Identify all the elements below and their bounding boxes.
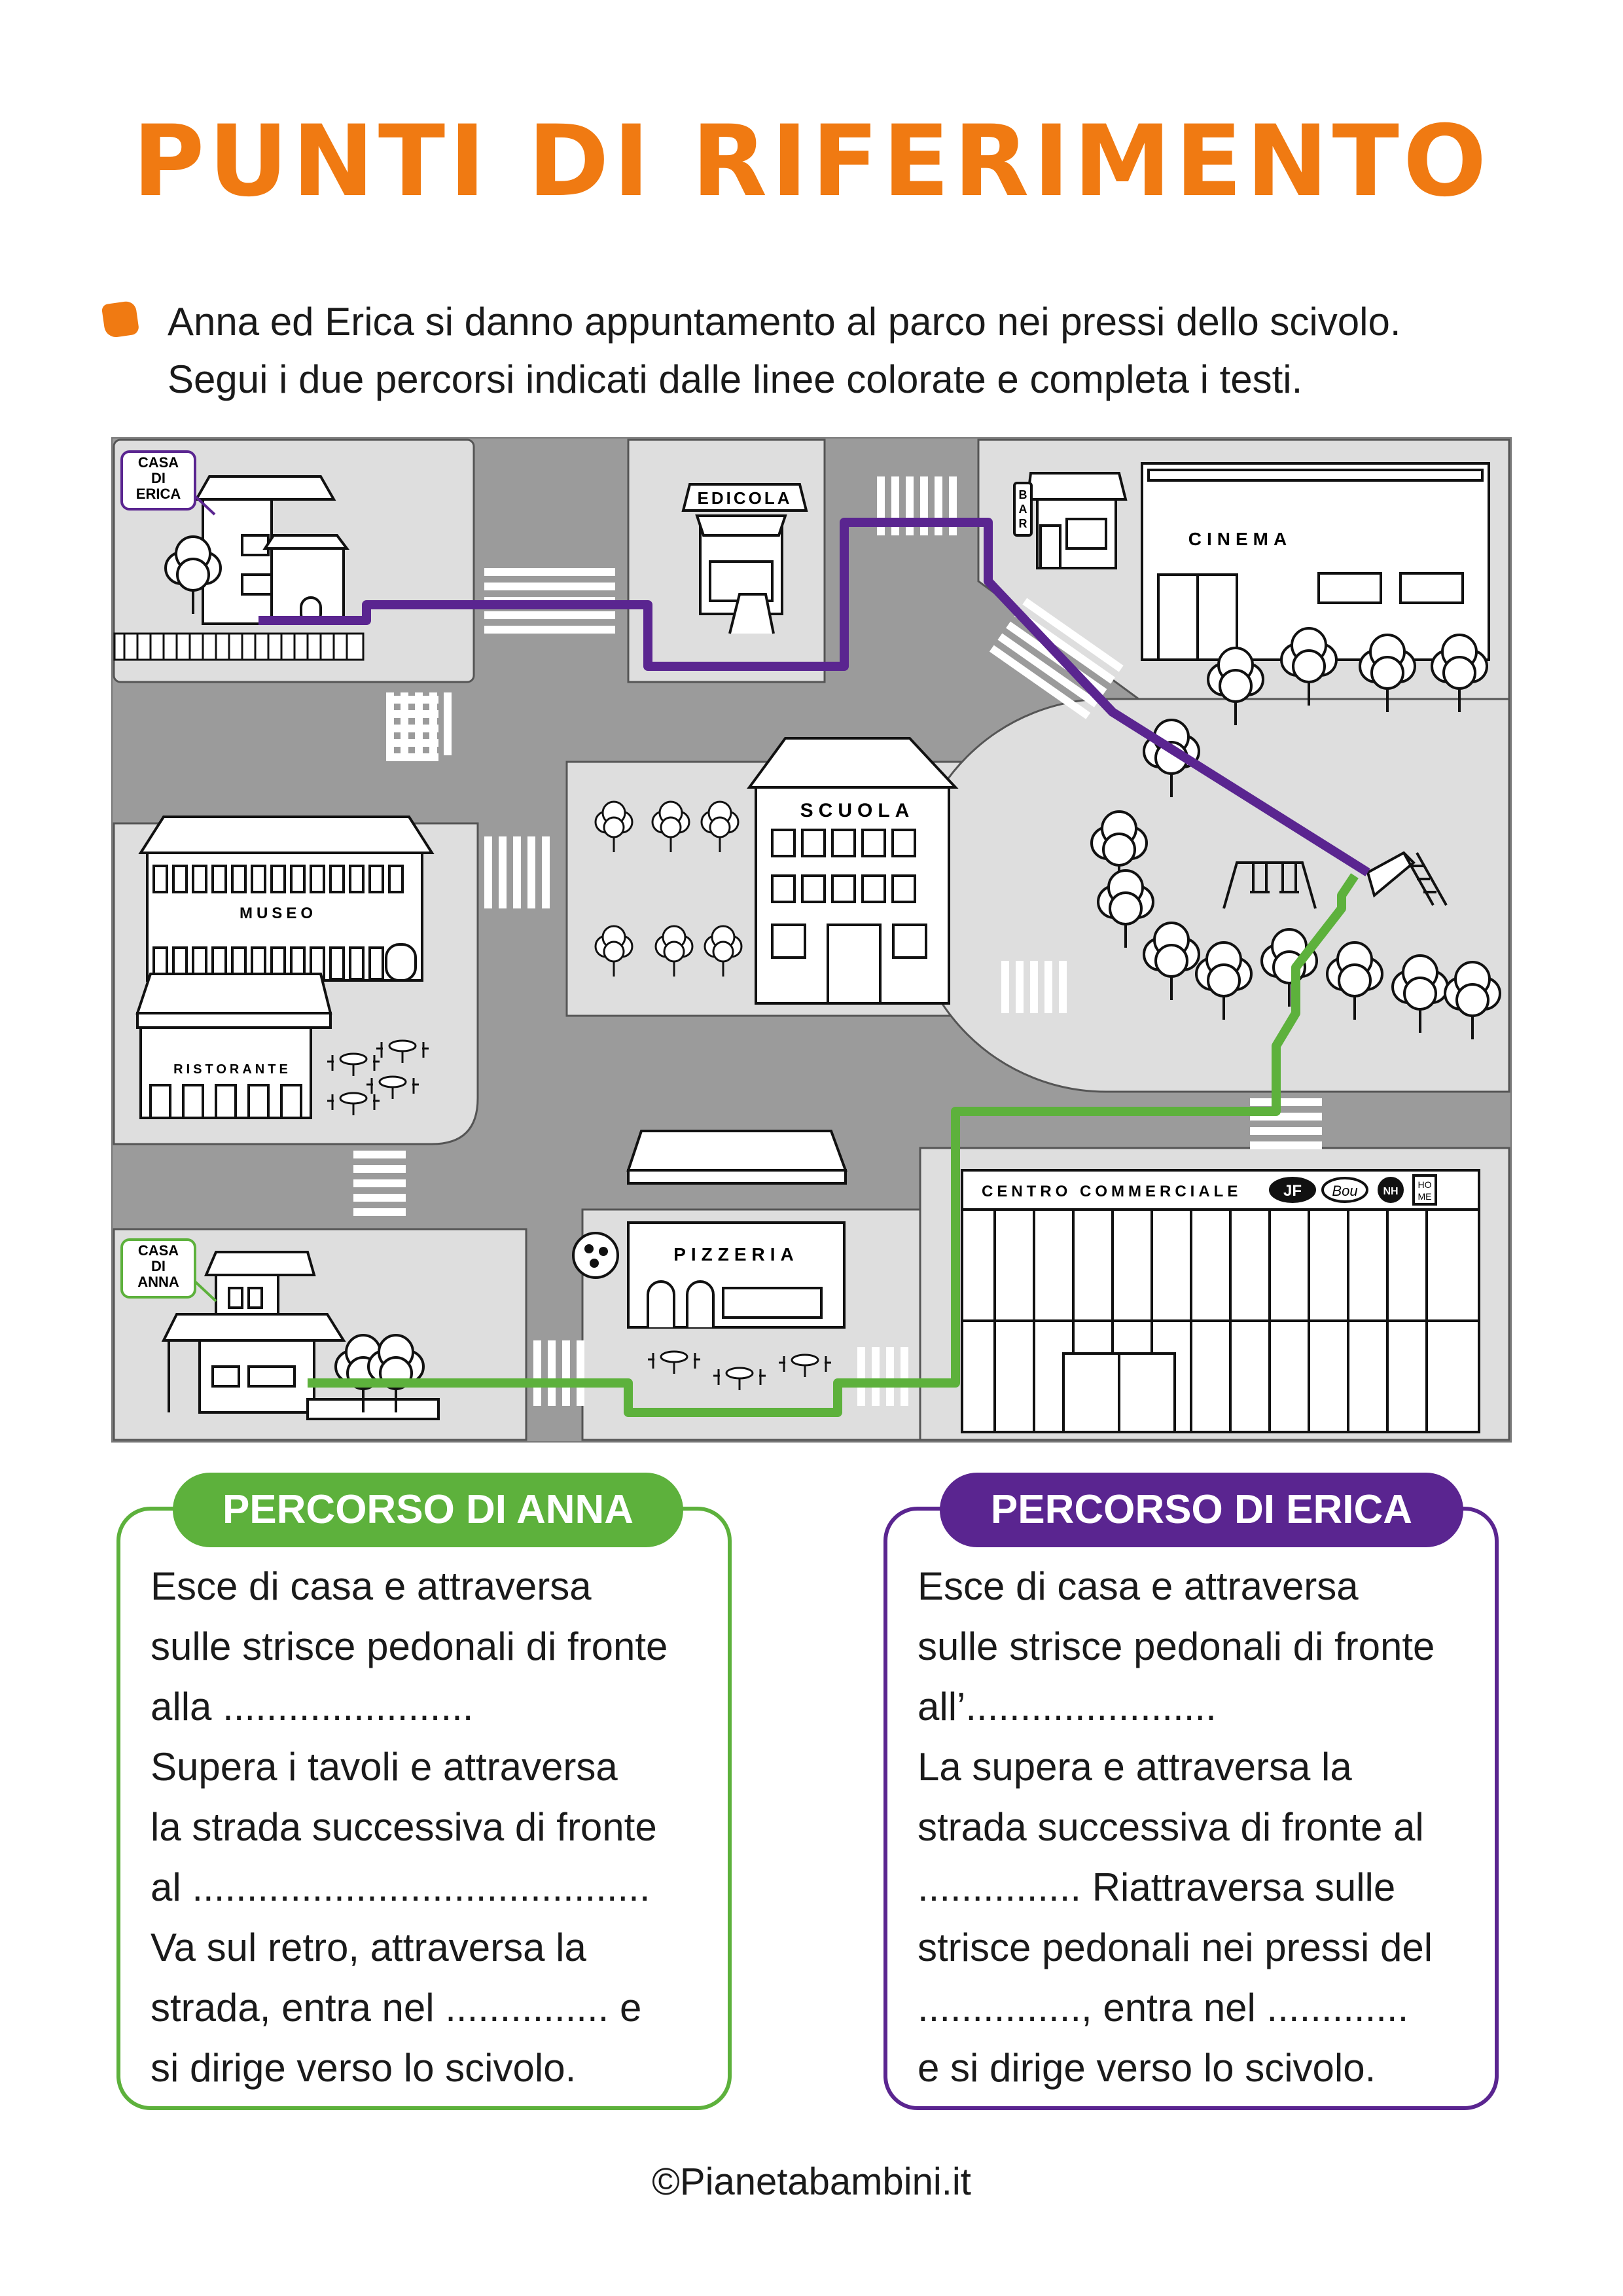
text-line: ..............., entra nel ............. <box>918 1986 1409 2030</box>
museo-building <box>138 816 435 982</box>
pizzeria-label: PIZZERIA <box>673 1244 799 1265</box>
bar-label: R <box>1019 517 1027 530</box>
pizzeria-building <box>572 1130 847 1329</box>
instructions: Anna ed Erica si danno appuntamento al p… <box>168 293 1575 408</box>
casa-erica-label: DI <box>151 470 166 486</box>
anna-box-heading: PERCORSO DI ANNA <box>173 1473 683 1547</box>
edicola-label: EDICOLA <box>698 488 793 508</box>
centro-commerciale-building <box>961 1169 1480 1433</box>
anna-route <box>308 873 1359 1417</box>
erica-route-box: PERCORSO DI ERICA Esce di casa e attrave… <box>883 1473 1499 2110</box>
museo-label: MUSEO <box>240 905 317 922</box>
text-line: ............... Riattraversa sulle <box>918 1865 1396 1909</box>
text-line: e si dirige verso lo scivolo. <box>918 2046 1376 2090</box>
cinema-label: CINEMA <box>1188 529 1292 549</box>
text-line: Esce di casa e attraversa <box>918 1564 1359 1608</box>
bullet-icon <box>101 300 140 339</box>
erica-route <box>259 518 1370 876</box>
text-line: Supera i tavoli e attraversa <box>151 1745 618 1789</box>
casa-erica-label: ERICA <box>136 486 181 502</box>
text-line: strada successiva di fronte al <box>918 1805 1424 1849</box>
edicola-building <box>681 483 808 634</box>
footer-credit: ©Pianetabambini.it <box>652 2161 971 2203</box>
text-line: la strada successiva di fronte <box>151 1805 657 1849</box>
slide-icon <box>1366 851 1448 906</box>
bar-label: B <box>1019 488 1027 501</box>
logo-nh: NH <box>1383 1186 1398 1197</box>
town-map: CASA DI ERICA EDICOLA B A R CINEMA <box>111 437 1512 1443</box>
erica-box-heading: PERCORSO DI ERICA <box>940 1473 1463 1547</box>
swing-icon <box>1222 861 1317 909</box>
casa-erica <box>164 475 349 625</box>
casa-anna <box>161 1251 440 1420</box>
logo-bou: Bou <box>1332 1183 1357 1199</box>
text-line: alla ....................... <box>151 1685 474 1729</box>
page-title: PUNTI DI RIFERIMENTO <box>132 105 1491 219</box>
scuola-label: SCUOLA <box>800 800 915 821</box>
logo-home: HO <box>1418 1179 1432 1190</box>
anna-route-box: PERCORSO DI ANNA Esce di casa e attraver… <box>116 1473 732 2110</box>
text-line: Va sul retro, attraversa la <box>151 1926 586 1969</box>
casa-anna-label: CASA <box>138 1242 179 1259</box>
logo-jf: JF <box>1283 1182 1302 1200</box>
instruction-line: Segui i due percorsi indicati dalle line… <box>168 357 1303 401</box>
text-line: si dirige verso lo scivolo. <box>151 2046 577 2090</box>
text-line: sulle strisce pedonali di fronte <box>918 1624 1435 1668</box>
erica-box-text: Esce di casa e attraversa sulle strisce … <box>918 1556 1435 2098</box>
casa-anna-label: DI <box>151 1258 166 1274</box>
text-line: strisce pedonali nei pressi del <box>918 1926 1433 1969</box>
scuola-building <box>747 737 959 1005</box>
text-line: strada, entra nel ............... e <box>151 1986 642 2030</box>
bar-building <box>1013 472 1128 569</box>
anna-box-text: Esce di casa e attraversa sulle strisce … <box>151 1556 668 2098</box>
text-line: La supera e attraversa la <box>918 1745 1352 1789</box>
casa-erica-label: CASA <box>138 454 179 471</box>
text-line: all’....................... <box>918 1685 1217 1729</box>
ristorante-label: RISTORANTE <box>173 1062 291 1077</box>
text-line: al .....................................… <box>151 1865 651 1909</box>
ristorante-building <box>135 973 332 1119</box>
cinema-building <box>1141 462 1490 661</box>
text-line: Esce di casa e attraversa <box>151 1564 592 1608</box>
instruction-line: Anna ed Erica si danno appuntamento al p… <box>168 300 1401 344</box>
bar-label: A <box>1019 503 1027 516</box>
centro-commerciale-label: CENTRO COMMERCIALE <box>982 1183 1241 1200</box>
casa-anna-label: ANNA <box>137 1274 179 1290</box>
logo-home: ME <box>1418 1191 1432 1202</box>
text-line: sulle strisce pedonali di fronte <box>151 1624 668 1668</box>
